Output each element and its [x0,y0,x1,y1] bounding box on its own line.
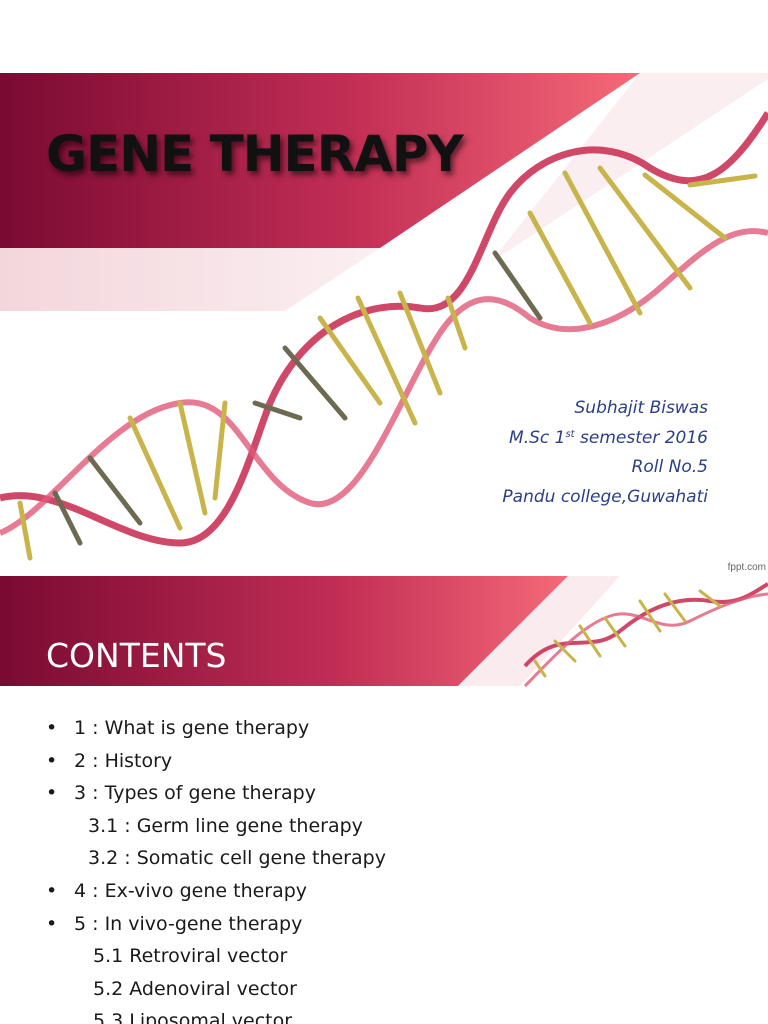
list-item: 4 : Ex-vivo gene therapy [46,875,386,908]
contents-list: 1 : What is gene therapy 2 : History 3 :… [46,712,386,1024]
title-band [0,73,640,248]
list-item: 3 : Types of gene therapy [46,777,386,810]
contents-band-accent [458,576,620,686]
list-item: 2 : History [46,745,386,778]
title-slide: GENE THERAPY Subhajit Biswas M.Sc 1st se… [0,73,768,576]
contents-title: CONTENTS [46,636,227,675]
list-item: 5.2 Adenoviral vector [93,977,297,1000]
watermark: fppt.com [727,562,766,573]
list-item: 3.2 : Somatic cell gene therapy [88,847,386,870]
contents-slide-background [0,576,768,688]
dna-helix-small-icon [523,582,768,688]
author-college: Pandu college,Guwahati [502,486,708,507]
list-item: 5 : In vivo-gene therapy [46,908,386,941]
title-band-shadow [0,248,380,311]
author-course-prefix: M.Sc 1 [509,427,566,448]
title-band-accent [490,73,768,263]
contents-slide: CONTENTS 1 : What is gene therapy 2 : Hi… [0,576,768,1024]
author-roll: Roll No.5 [631,457,708,477]
contents-band [0,576,568,686]
title-slide-background [0,73,768,561]
list-item: 5.1 Retroviral vector [93,945,288,968]
dna-helix-icon [0,111,768,561]
list-item: 1 : What is gene therapy [46,712,386,745]
author-name: Subhajit Biswas [574,398,709,418]
presentation-title: GENE THERAPY [46,125,464,183]
author-course-suffix: semester 2016 [574,427,708,448]
list-item: 3.1 : Germ line gene therapy [88,814,363,837]
list-item: 5.3 Liposomal vector [93,1010,293,1024]
author-course-sup: st [565,428,575,440]
author-block: Subhajit Biswas M.Sc 1st semester 2016 R… [502,394,708,512]
author-course: M.Sc 1st semester 2016 [502,424,708,454]
